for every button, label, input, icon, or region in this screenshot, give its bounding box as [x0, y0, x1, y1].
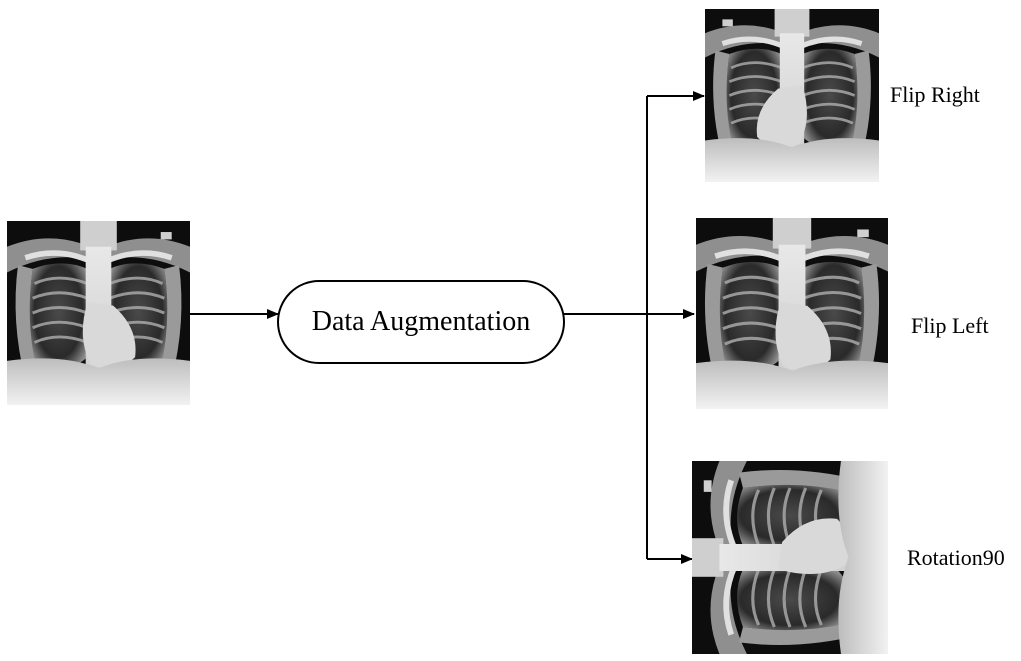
- chest-xray-icon: [696, 218, 888, 409]
- rotation90-label: Rotation90: [907, 545, 1005, 570]
- chest-xray-icon: [7, 221, 190, 405]
- data-augmentation-label: Data Augmentation: [311, 306, 531, 337]
- flip-right-label: Flip Right: [890, 82, 980, 107]
- flip-left-label: Flip Left: [911, 313, 989, 338]
- flip-left-xray-image: [696, 218, 888, 409]
- chest-xray-icon: [705, 9, 879, 182]
- chest-xray-icon: [692, 461, 888, 654]
- original-xray-image: [7, 221, 190, 405]
- data-augmentation-box: [277, 280, 565, 364]
- flip-right-xray-image: [705, 9, 879, 182]
- rotation90-xray-image: [692, 461, 888, 654]
